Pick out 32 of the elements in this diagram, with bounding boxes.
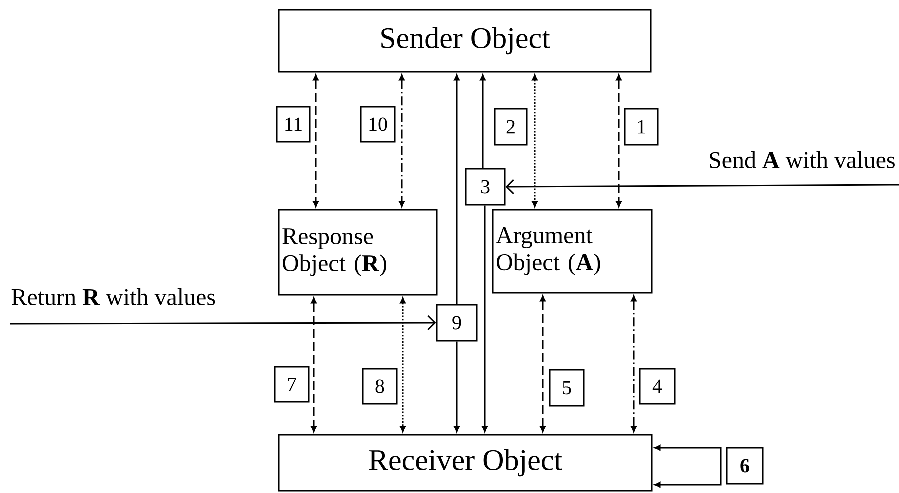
object-box: Response Object (R) — [278, 209, 438, 296]
object-box: Receiver Object — [278, 434, 653, 492]
callout-number: 7 — [274, 366, 310, 403]
object-box: Sender Object — [278, 9, 652, 73]
object-box: Argument Object (A) — [492, 209, 653, 294]
edge-label: Return R with values — [12, 288, 216, 306]
arrow — [482, 206, 488, 432]
callout-number: 1 — [624, 108, 659, 146]
arrow — [313, 74, 319, 208]
callout-number: 10 — [360, 106, 396, 143]
arrow — [454, 342, 460, 432]
arrow — [480, 74, 486, 168]
callout-number: 5 — [549, 369, 585, 407]
callout-number: 4 — [639, 368, 676, 405]
arrow — [506, 179, 899, 194]
callout-number: 8 — [362, 368, 398, 405]
arrow — [10, 316, 436, 331]
arrow — [454, 74, 460, 304]
callout-number: 2 — [494, 108, 528, 146]
arrow — [400, 298, 406, 432]
arrow — [540, 296, 546, 432]
callout-number: 11 — [276, 106, 311, 143]
edge-label: Send A with values — [710, 152, 895, 168]
arrow — [631, 296, 637, 432]
callout-number: 3 — [465, 168, 506, 206]
arrow — [311, 298, 317, 432]
callout-number: 6 — [726, 447, 764, 485]
arrow — [616, 74, 622, 208]
arrow — [532, 74, 538, 208]
loop-arrow — [654, 445, 722, 488]
arrow — [399, 74, 405, 208]
callout-number: 9 — [436, 304, 478, 342]
